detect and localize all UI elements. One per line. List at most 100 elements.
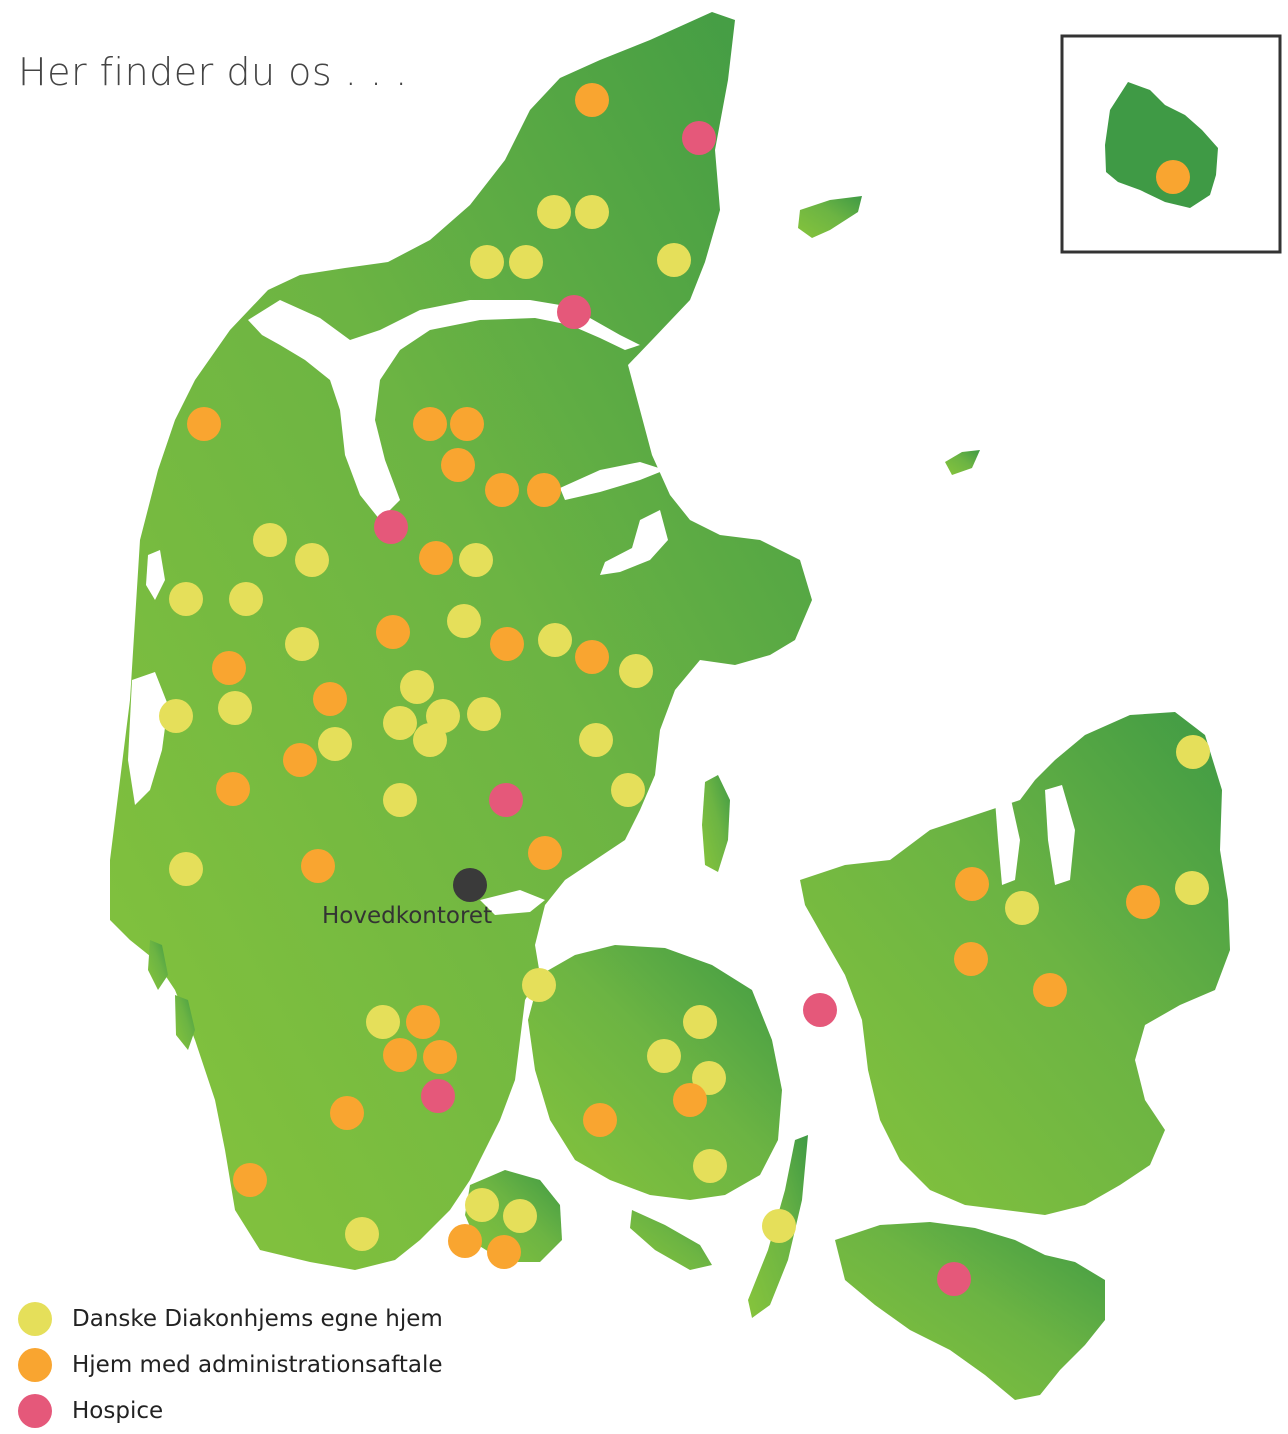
marker-admin-agreement[interactable] [233,1163,267,1197]
aero-island [630,1210,712,1270]
marker-own-homes[interactable] [579,723,613,757]
marker-own-homes[interactable] [400,670,434,704]
legend-label-admin-agreement: Hjem med administrationsaftale [72,1352,443,1378]
marker-hospice[interactable] [937,1262,971,1296]
marker-own-homes[interactable] [285,627,319,661]
bornholm-inset [1060,34,1282,254]
marker-hospice[interactable] [557,295,591,329]
marker-admin-agreement[interactable] [187,407,221,441]
marker-admin-agreement[interactable] [527,473,561,507]
marker-admin-agreement[interactable] [330,1096,364,1130]
marker-own-homes[interactable] [229,582,263,616]
marker-admin-agreement[interactable] [673,1083,707,1117]
marker-own-homes[interactable] [683,1005,717,1039]
marker-admin-agreement[interactable] [383,1038,417,1072]
marker-own-homes[interactable] [575,195,609,229]
marker-own-homes[interactable] [611,773,645,807]
marker-hospice[interactable] [489,783,523,817]
samso-island [702,775,730,872]
marker-own-homes[interactable] [1175,871,1209,905]
marker-own-homes[interactable] [647,1039,681,1073]
marker-own-homes[interactable] [467,697,501,731]
funen-landmass [528,945,782,1200]
marker-admin-agreement[interactable] [423,1040,457,1074]
isefjord [995,795,1020,885]
marker-own-homes[interactable] [253,523,287,557]
limfjord-channel [248,300,640,520]
marker-own-homes[interactable] [693,1149,727,1183]
fano-island [148,940,168,990]
marker-own-homes[interactable] [470,245,504,279]
marker-own-homes[interactable] [169,582,203,616]
marker-own-homes[interactable] [619,654,653,688]
marker-own-homes[interactable] [383,783,417,817]
anholt-island [945,450,980,475]
marker-admin-agreement[interactable] [485,473,519,507]
marker-admin-agreement[interactable] [528,836,562,870]
marker-admin-agreement[interactable] [216,772,250,806]
marker-own-homes[interactable] [366,1005,400,1039]
marker-admin-agreement[interactable] [301,849,335,883]
marker-hospice[interactable] [803,993,837,1027]
marker-own-homes[interactable] [447,604,481,638]
vejle-fjord [480,890,545,915]
marker-own-homes[interactable] [762,1209,796,1243]
map-legend: Danske Diakonhjems egne hjem Hjem med ad… [18,1296,443,1434]
marker-admin-agreement[interactable] [487,1235,521,1269]
marker-admin-agreement[interactable] [419,541,453,575]
lolland-landmass [835,1222,1105,1400]
legend-item-own-homes: Danske Diakonhjems egne hjem [18,1296,443,1342]
marker-own-homes[interactable] [1005,891,1039,925]
marker-admin-agreement[interactable] [450,407,484,441]
marker-admin-agreement[interactable] [413,407,447,441]
marker-hospice[interactable] [421,1079,455,1113]
headquarters-marker[interactable] [453,868,487,902]
marker-admin-agreement[interactable] [955,867,989,901]
marker-own-homes[interactable] [1176,735,1210,769]
marker-own-homes[interactable] [159,699,193,733]
marker-admin-agreement[interactable] [954,942,988,976]
marker-own-homes[interactable] [459,543,493,577]
legend-dot-admin-agreement [18,1348,52,1382]
marker-admin-agreement[interactable] [583,1103,617,1137]
marker-admin-agreement[interactable] [575,83,609,117]
marker-own-homes[interactable] [692,1061,726,1095]
marker-own-homes[interactable] [522,968,556,1002]
marker-own-homes[interactable] [413,723,447,757]
marker-own-homes[interactable] [657,243,691,277]
marker-admin-agreement[interactable] [406,1005,440,1039]
legend-label-own-homes: Danske Diakonhjems egne hjem [72,1306,443,1332]
marker-own-homes[interactable] [295,543,329,577]
marker-admin-agreement[interactable] [1033,973,1067,1007]
legend-dot-hospice [18,1394,52,1428]
marker-admin-agreement[interactable] [441,448,475,482]
marker-admin-agreement[interactable] [283,743,317,777]
marker-hospice[interactable] [682,121,716,155]
marker-own-homes[interactable] [509,245,543,279]
marker-own-homes[interactable] [383,706,417,740]
marker-own-homes[interactable] [345,1217,379,1251]
marker-admin-agreement[interactable] [448,1224,482,1258]
legend-item-hospice: Hospice [18,1388,443,1434]
legend-item-admin-agreement: Hjem med administrationsaftale [18,1342,443,1388]
ringkobing-fjord [128,672,168,805]
marker-own-homes[interactable] [169,852,203,886]
marker-admin-agreement[interactable] [376,615,410,649]
marker-admin-agreement[interactable] [313,682,347,716]
marker-admin-agreement[interactable] [490,627,524,661]
marker-own-homes[interactable] [465,1188,499,1222]
marker-admin-agreement[interactable] [575,640,609,674]
marker-admin-agreement[interactable] [1126,885,1160,919]
marker-own-homes[interactable] [537,195,571,229]
marker-admin-agreement[interactable] [212,651,246,685]
headquarters-label: Hovedkontoret [322,903,493,929]
inset-marker [1156,160,1190,194]
water-features [128,300,1075,915]
marker-hospice[interactable] [374,510,408,544]
marker-own-homes[interactable] [503,1199,537,1233]
marker-own-homes[interactable] [218,691,252,725]
marker-own-homes[interactable] [318,727,352,761]
marker-own-homes[interactable] [538,623,572,657]
page-title: Her finder du os . . . [18,50,408,94]
